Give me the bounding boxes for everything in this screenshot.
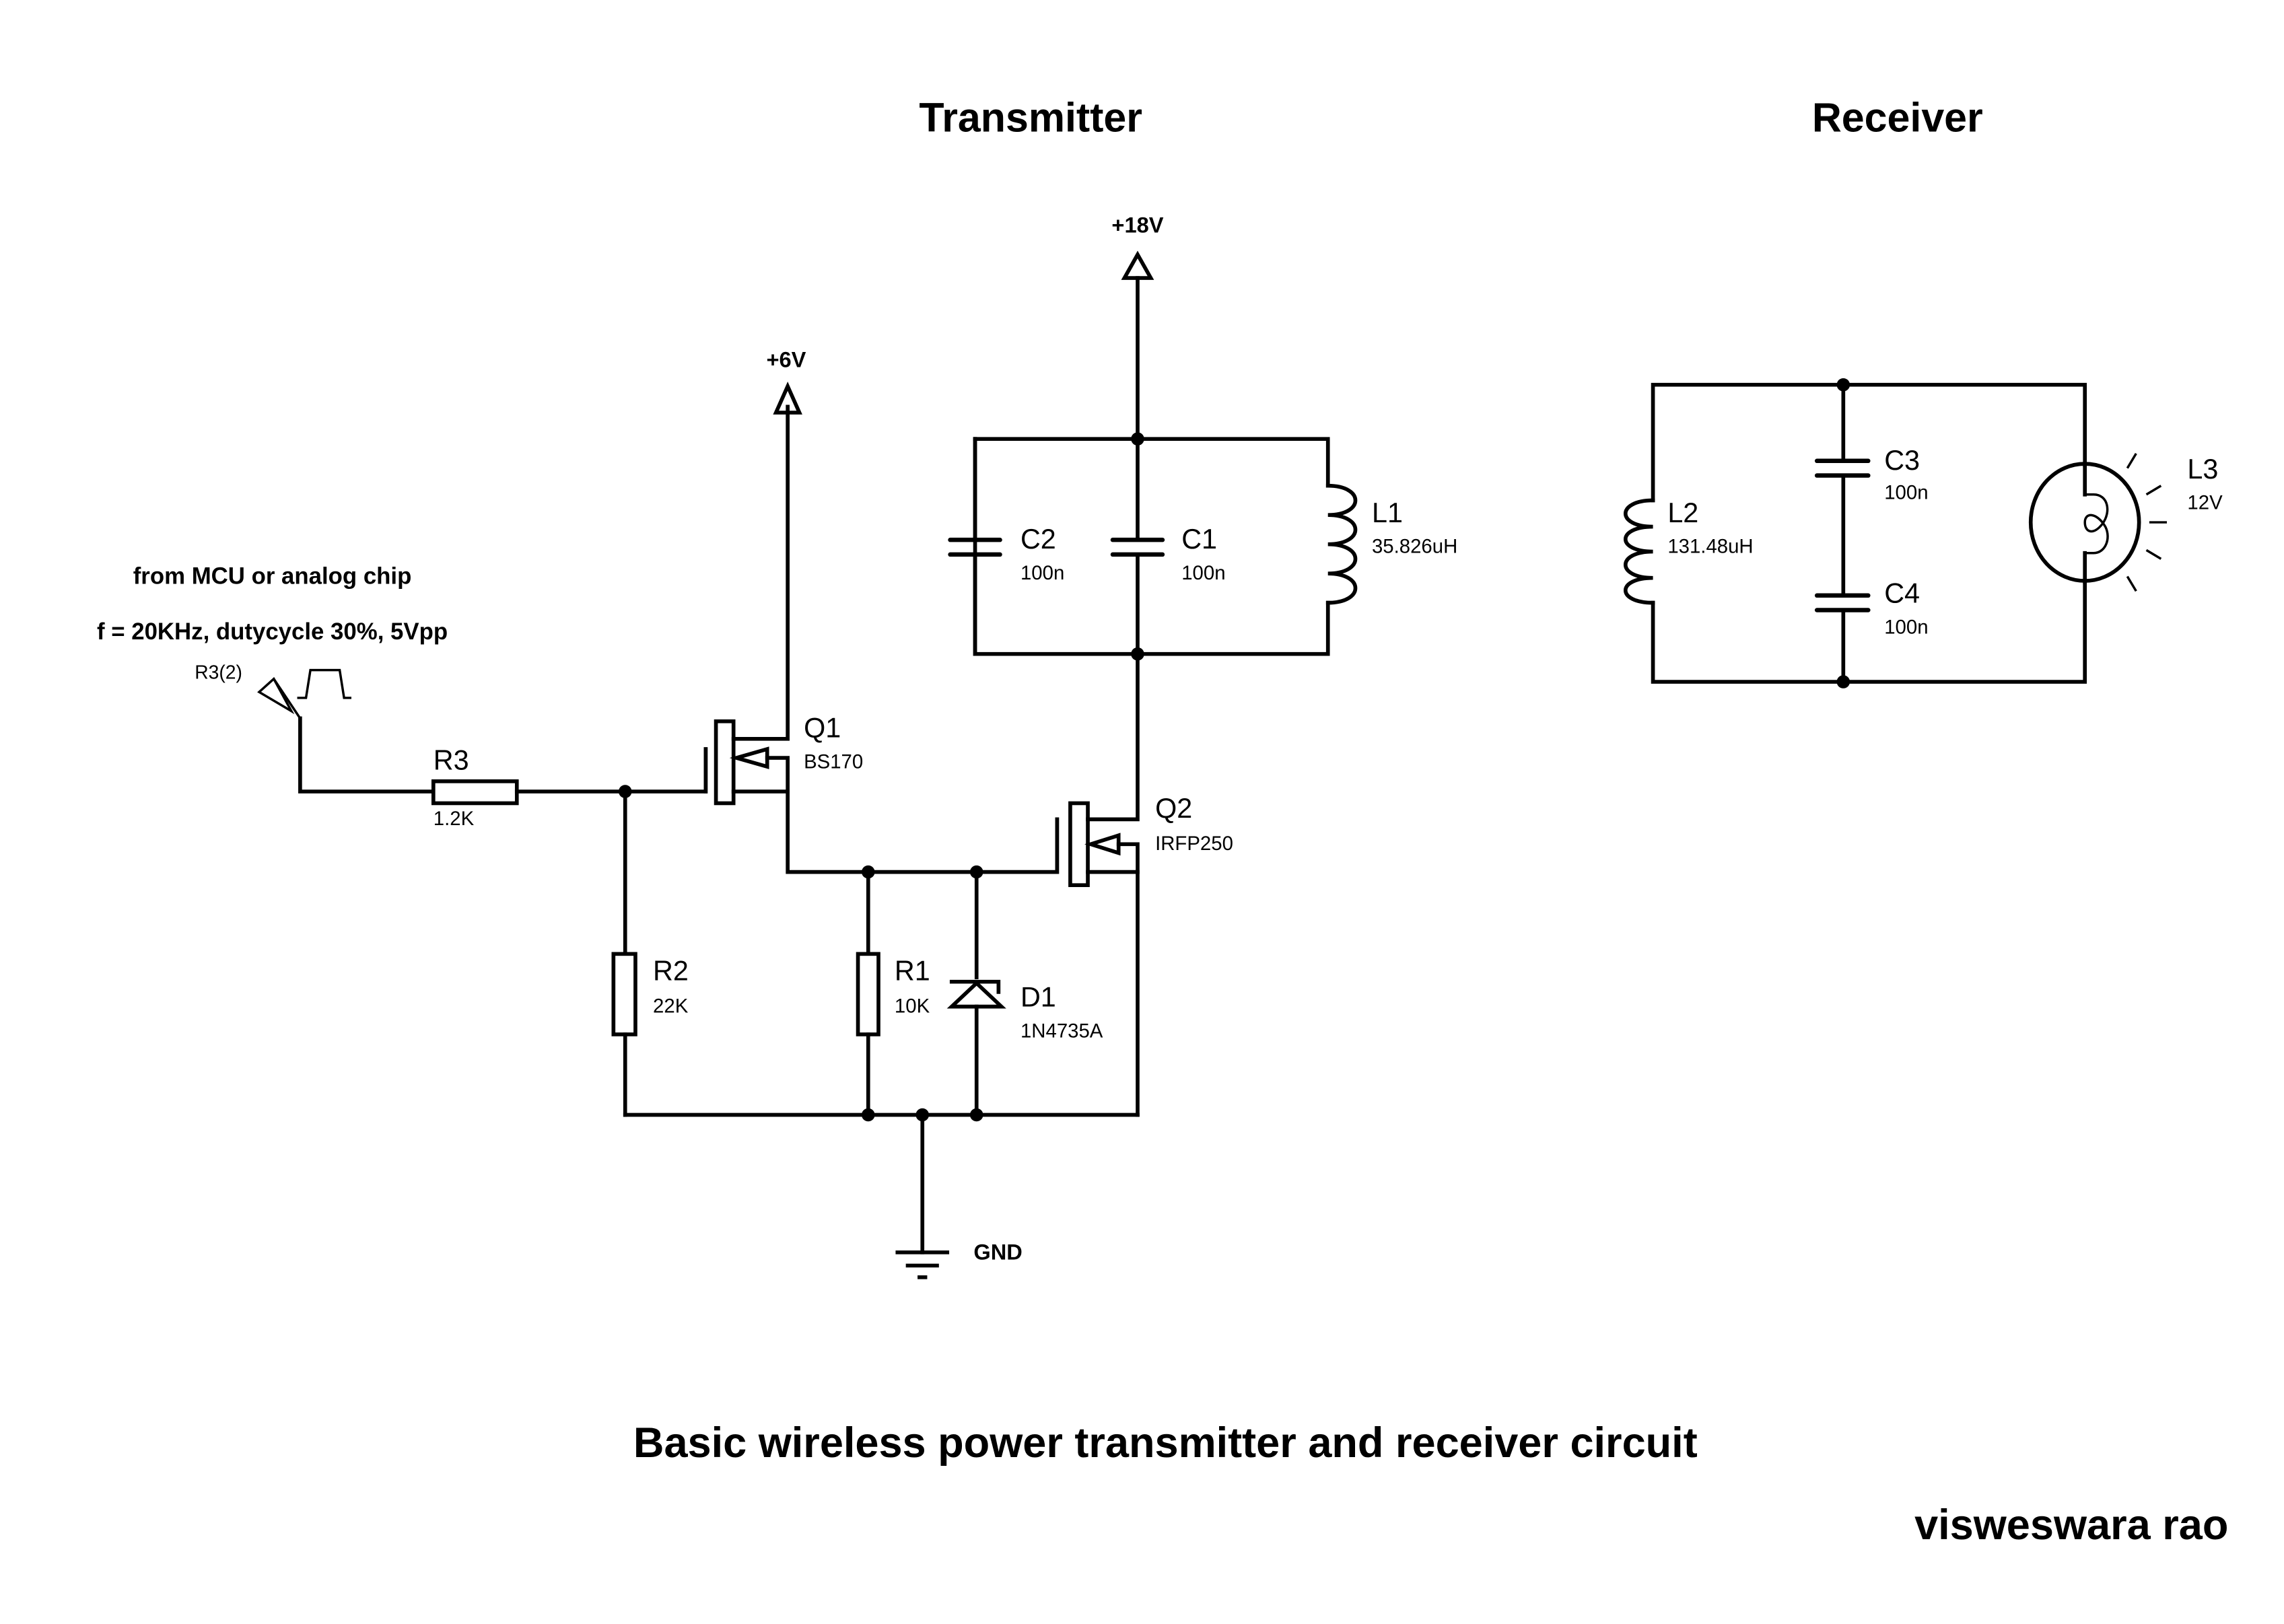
q1-ref: Q1: [804, 713, 841, 744]
c4-value: 100n: [1884, 616, 1928, 638]
signal-source-note: from MCU or analog chip: [133, 563, 412, 589]
capacitor-c2[interactable]: C2 100n: [948, 437, 1065, 656]
q1-value: BS170: [804, 750, 863, 773]
mosfet-q2[interactable]: Q2 IRFP250: [1055, 651, 1233, 888]
pulse-waveform-icon: [297, 668, 351, 699]
rail-18v: +18V: [1111, 213, 1164, 280]
c2-ref: C2: [1020, 524, 1056, 555]
c1-ref: C1: [1181, 524, 1217, 555]
capacitor-c4[interactable]: C4 100n: [1814, 578, 1929, 639]
inductor-l2[interactable]: L2 131.48uH: [1624, 497, 1754, 605]
mosfet-q1[interactable]: Q1 BS170: [703, 404, 863, 806]
capacitor-c1[interactable]: C1 100n: [1110, 437, 1226, 656]
c3-ref: C3: [1884, 445, 1920, 476]
r2-value: 22K: [653, 995, 689, 1017]
r1-ref: R1: [895, 956, 930, 987]
l3-ref: L3: [2187, 454, 2218, 485]
probe-arrow-icon: [257, 676, 295, 715]
author-name: visweswara rao: [1914, 1502, 2228, 1549]
transmitter-circuit: R3 1.2K R2 22K Q1 BS170 +6V: [298, 213, 1458, 1279]
transmitter-title: Transmitter: [919, 95, 1142, 141]
lamp-l3[interactable]: L3 12V: [2028, 453, 2223, 592]
zener-diode-d1[interactable]: D1 1N4735A: [946, 979, 1103, 1043]
rail-18v-label: +18V: [1111, 213, 1163, 238]
receiver-circuit: L2 131.48uH C3 100n C4 100n: [1624, 378, 2223, 689]
q2-value: IRFP250: [1155, 833, 1233, 855]
signal-spec-note: f = 20KHz, dutycycle 30%, 5Vpp: [97, 619, 448, 645]
c3-value: 100n: [1884, 481, 1928, 503]
receiver-title: Receiver: [1812, 95, 1983, 141]
supply-arrow-icon: [1121, 250, 1154, 280]
r3-value: 1.2K: [434, 808, 475, 830]
c4-ref: C4: [1884, 578, 1920, 609]
supply-arrow-icon: [773, 381, 802, 415]
capacitor-c3[interactable]: C3 100n: [1814, 445, 1929, 503]
r1-value: 10K: [895, 995, 930, 1017]
resistor-r3[interactable]: R3 1.2K: [431, 744, 519, 830]
inductor-l1[interactable]: L1 35.826uH: [1325, 483, 1458, 605]
c1-value: 100n: [1181, 562, 1225, 584]
c2-value: 100n: [1020, 562, 1064, 584]
signal-generator-probe[interactable]: R3(2): [195, 662, 351, 719]
r3-ref: R3: [434, 744, 469, 775]
rail-6v: +6V: [766, 347, 806, 415]
l2-ref: L2: [1667, 497, 1698, 528]
d1-value: 1N4735A: [1020, 1020, 1103, 1042]
gnd-label: GND: [973, 1240, 1022, 1265]
diagram-caption: Basic wireless power transmitter and rec…: [633, 1419, 1698, 1467]
d1-ref: D1: [1020, 982, 1056, 1013]
ground-symbol: GND: [895, 1240, 1023, 1279]
resistor-r1[interactable]: R1 10K: [856, 952, 930, 1036]
l3-value: 12V: [2187, 492, 2223, 514]
q2-ref: Q2: [1155, 793, 1192, 824]
rail-6v-label: +6V: [766, 347, 806, 372]
l1-value: 35.826uH: [1372, 536, 1457, 558]
l2-value: 131.48uH: [1667, 536, 1753, 558]
l1-ref: L1: [1372, 497, 1403, 528]
resistor-r2[interactable]: R2 22K: [611, 952, 689, 1036]
probe-label: R3(2): [195, 662, 242, 683]
r2-ref: R2: [653, 956, 689, 987]
